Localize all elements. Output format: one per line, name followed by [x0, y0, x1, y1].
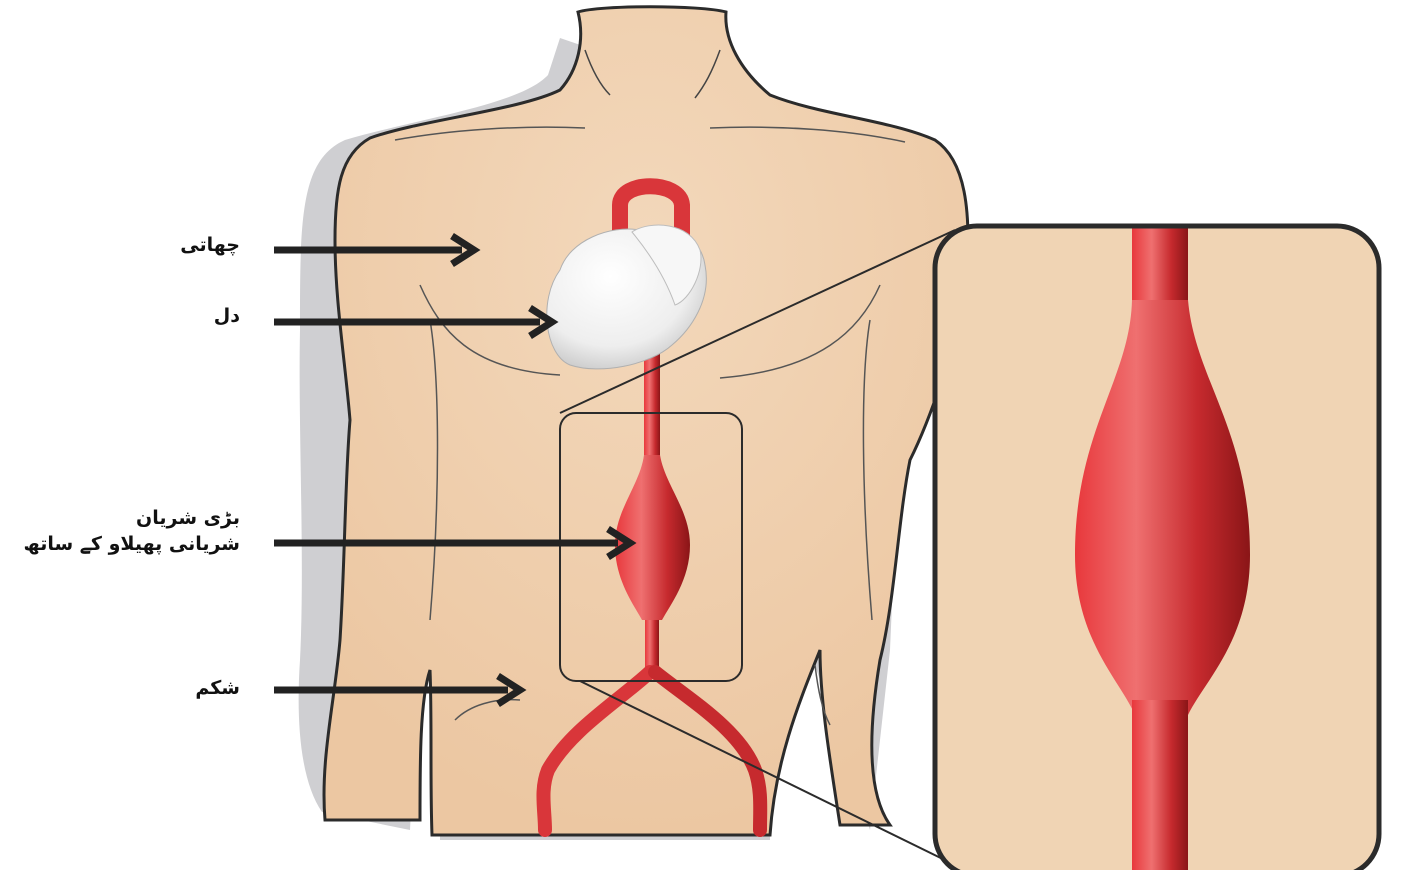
label-aorta-line2: شریانی پھیلاو کے ساتھ: [24, 531, 241, 557]
label-heart: دل: [214, 303, 240, 329]
magnified-inset: [935, 220, 1379, 870]
label-aorta-line1: بڑی شریان: [24, 505, 241, 531]
label-chest: چھاتی: [180, 232, 240, 258]
inset-aorta-lower: [1132, 700, 1188, 870]
label-aorta: بڑی شریان شریانی پھیلاو کے ساتھ: [24, 505, 241, 557]
label-abdomen: شکم: [195, 675, 240, 701]
